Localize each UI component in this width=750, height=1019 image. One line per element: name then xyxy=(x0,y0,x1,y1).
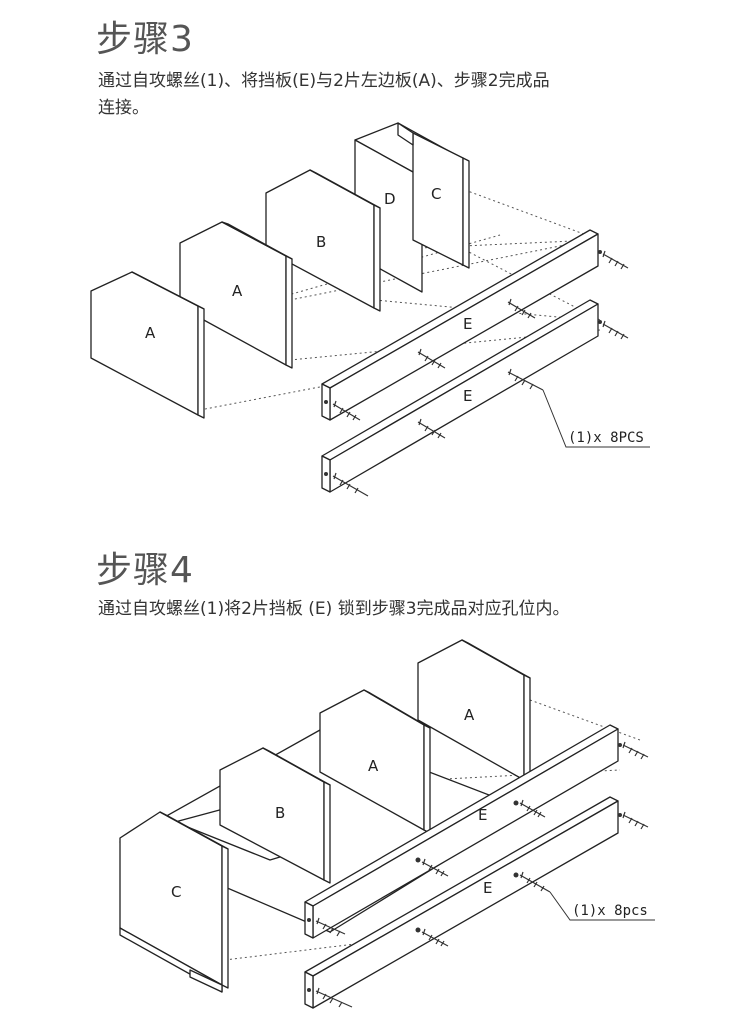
panel-label-b: B xyxy=(316,233,326,251)
panel-a-back: A xyxy=(417,639,531,784)
callout-step4: (1)x 8pcs xyxy=(549,891,655,921)
baffle-label-e-lower: E xyxy=(463,387,472,405)
baffle-e-lower-step4: E xyxy=(304,796,622,1009)
baffle-label-e-lower-step4: E xyxy=(483,879,492,897)
baffle-label-e-upper-step4: E xyxy=(478,806,487,824)
baffle-e-upper: E xyxy=(321,229,602,421)
baffle-e-lower: E xyxy=(321,299,602,493)
panel-label-c-step4: C xyxy=(171,883,181,901)
step3-description: 通过自攻螺丝(1)、将挡板(E)与2片左边板(A)、步骤2完成品 连接。 xyxy=(98,71,550,118)
panel-label-a-back: A xyxy=(464,706,475,724)
step4-title: 步骤4 xyxy=(96,550,194,591)
screw-count-label-step3: (1)x 8PCS xyxy=(568,430,644,446)
step4-description: 通过自攻螺丝(1)将2片挡板 (E) 锁到步骤3完成品对应孔位内。 xyxy=(98,599,570,619)
panel-label-d: D xyxy=(384,190,396,208)
panel-label-c: C xyxy=(431,185,441,203)
screw-count-label-step4: (1)x 8pcs xyxy=(572,903,648,919)
panel-a-front: A xyxy=(90,271,205,419)
screws-step4 xyxy=(315,741,649,1008)
panel-a-middle: A xyxy=(179,221,293,369)
panel-label-a-front: A xyxy=(145,324,156,342)
step3-diagram: D C B A A xyxy=(90,122,650,497)
panel-b-step4: B xyxy=(219,747,331,884)
panel-label-a-middle-step4: A xyxy=(368,757,379,775)
panel-d-c-frame: D C xyxy=(354,122,470,293)
step4-diagram: A A B C xyxy=(119,639,655,1009)
panel-a-middle-step4: A xyxy=(319,689,431,834)
callout-step3: (1)x 8PCS xyxy=(542,389,650,448)
panel-b: B xyxy=(265,169,381,312)
panel-label-b-step4: B xyxy=(275,804,285,822)
screws-step3 xyxy=(332,250,629,497)
panel-label-a-middle: A xyxy=(232,282,243,300)
baffle-label-e-upper: E xyxy=(463,315,472,333)
baffle-e-upper-step4: E xyxy=(304,724,622,939)
panel-c-front: C xyxy=(119,811,229,993)
step3-title: 步骤3 xyxy=(96,19,194,60)
